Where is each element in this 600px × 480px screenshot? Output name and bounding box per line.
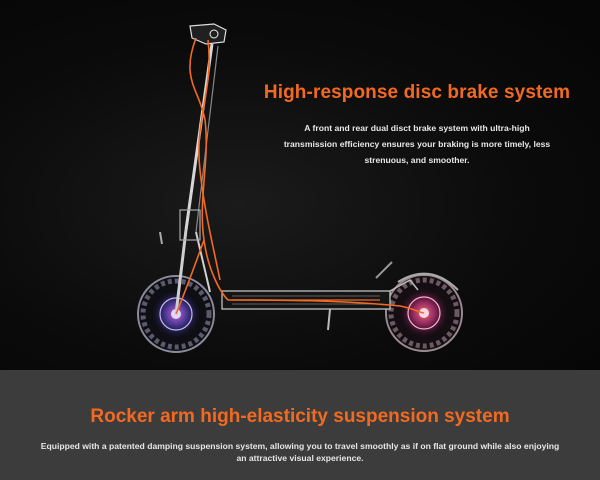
suspension-feature-description: Equipped with a patented damping suspens… xyxy=(40,441,560,463)
suspension-feature-heading: Rocker arm high-elasticity suspension sy… xyxy=(90,406,510,427)
suspension-feature-section: Rocker arm high-elasticity suspension sy… xyxy=(0,370,600,480)
brake-feature-text: High-response disc brake system A front … xyxy=(262,82,572,168)
brake-feature-heading: High-response disc brake system xyxy=(263,82,571,103)
brake-feature-section: High-response disc brake system A front … xyxy=(0,0,600,370)
brake-cables xyxy=(175,37,425,315)
brake-feature-description: A front and rear dual disct brake system… xyxy=(283,123,551,165)
scooter-xray-illustration xyxy=(137,23,463,353)
